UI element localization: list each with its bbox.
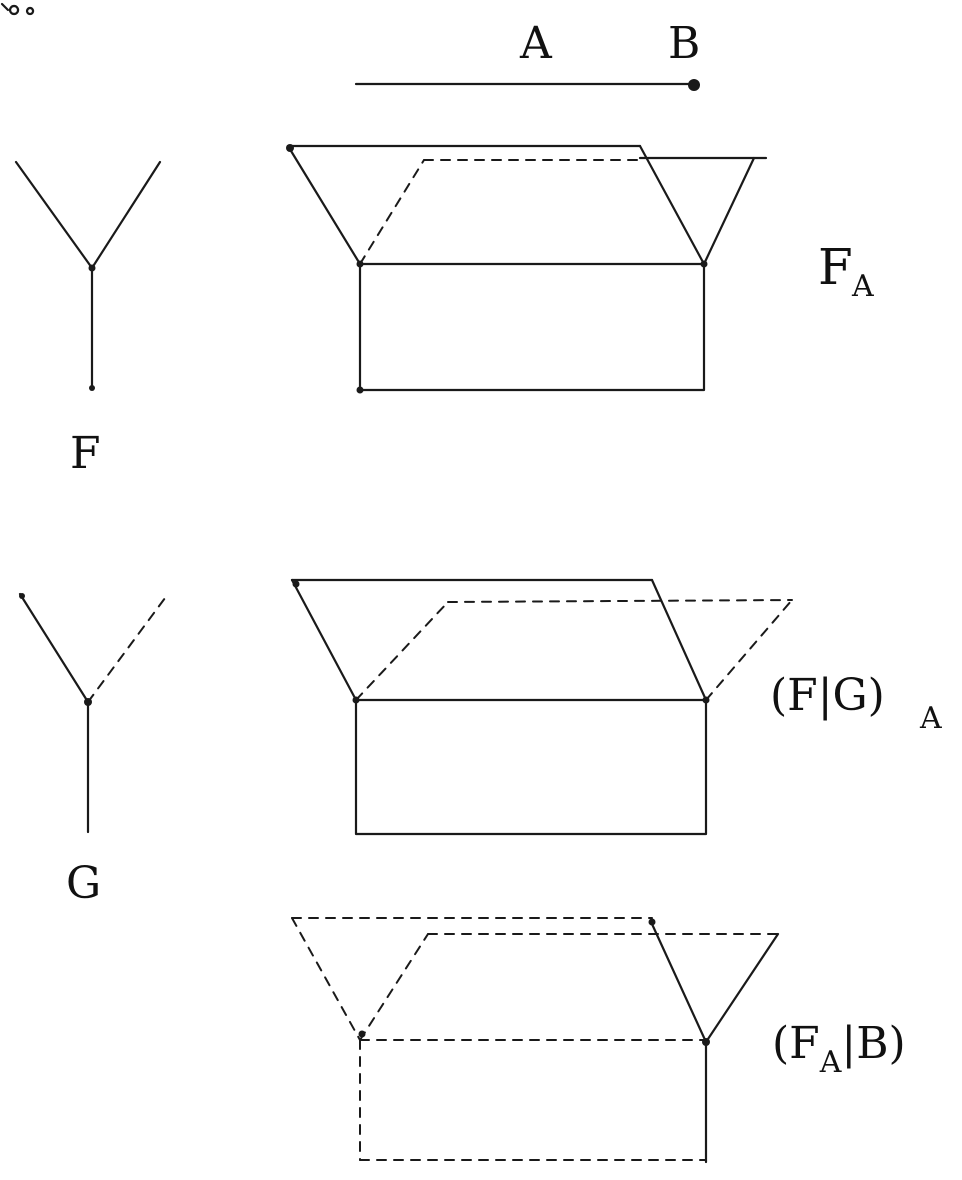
label-fab: (FA|B) [772, 1018, 906, 1080]
label-fa: F [818, 238, 853, 296]
corner-mark [0, 2, 35, 16]
tree-g: G [18, 592, 169, 909]
label-fa-sub: A [851, 269, 874, 304]
figure-fa: F A [286, 144, 874, 394]
label-f: F [70, 428, 101, 479]
segment-ab: A B [354, 18, 700, 91]
label-fga-sub: A [919, 701, 942, 736]
segment-endpoint-b [688, 79, 700, 91]
label-g: G [66, 858, 101, 909]
label-a: A [519, 18, 553, 69]
figure-fab: (FA|B) [291, 917, 906, 1164]
tree-f: F [14, 160, 162, 479]
label-b: B [668, 18, 700, 69]
figure-fga: (F|G) A [290, 578, 942, 836]
label-fga: (F|G) [770, 670, 885, 721]
